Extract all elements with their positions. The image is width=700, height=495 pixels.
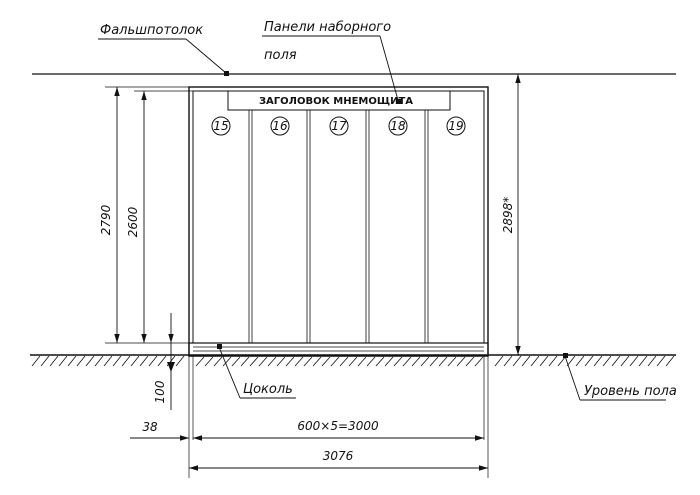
floor-level-label: Уровень пола xyxy=(584,384,677,399)
panel-dividers xyxy=(248,109,429,344)
dimension-2790: 2790 xyxy=(99,86,189,344)
floor-level-leader: Уровень пола xyxy=(563,353,677,401)
panel-number: 18 xyxy=(390,119,406,133)
dimension-label: 3076 xyxy=(323,449,354,463)
dimension-38: 38 xyxy=(130,356,194,478)
dimension-100: 100 xyxy=(153,313,189,410)
dimension-label: 600×5=3000 xyxy=(297,419,379,433)
panel-numbers: 15 16 17 18 19 xyxy=(211,116,466,136)
floor-level-line xyxy=(30,354,676,367)
dimension-3076: 3076 xyxy=(189,356,489,478)
panels-label-line1: Панели наборного xyxy=(264,20,391,35)
dimension-3000: 600×5=3000 xyxy=(193,356,485,441)
panel-number: 19 xyxy=(448,119,463,133)
dimension-label: 38 xyxy=(142,420,158,434)
header-title-plate: ЗАГОЛОВОК МНЕМОЩИТА xyxy=(227,90,451,111)
dimension-2600: 2600 xyxy=(126,90,193,343)
panel-number: 17 xyxy=(331,119,347,133)
panels-leader: Панели наборного поля xyxy=(262,20,401,104)
dimension-2898: 2898* xyxy=(488,73,528,356)
false-ceiling-label: Фальшпотолок xyxy=(100,23,203,38)
plinth-label: Цоколь xyxy=(243,382,293,397)
plinth-leader: Цоколь xyxy=(217,344,296,399)
panel-number: 16 xyxy=(272,119,288,133)
dimension-label: 2898* xyxy=(501,197,515,234)
plinth xyxy=(188,342,489,357)
panels-label-line2: поля xyxy=(264,48,297,63)
false-ceiling-leader: Фальшпотолок xyxy=(98,23,229,76)
dimension-label: 2790 xyxy=(99,204,113,235)
dimension-label: 100 xyxy=(153,380,167,403)
dimension-label: 2600 xyxy=(126,206,140,237)
header-title: ЗАГОЛОВОК МНЕМОЩИТА xyxy=(259,96,413,107)
panel-number: 15 xyxy=(213,119,228,133)
